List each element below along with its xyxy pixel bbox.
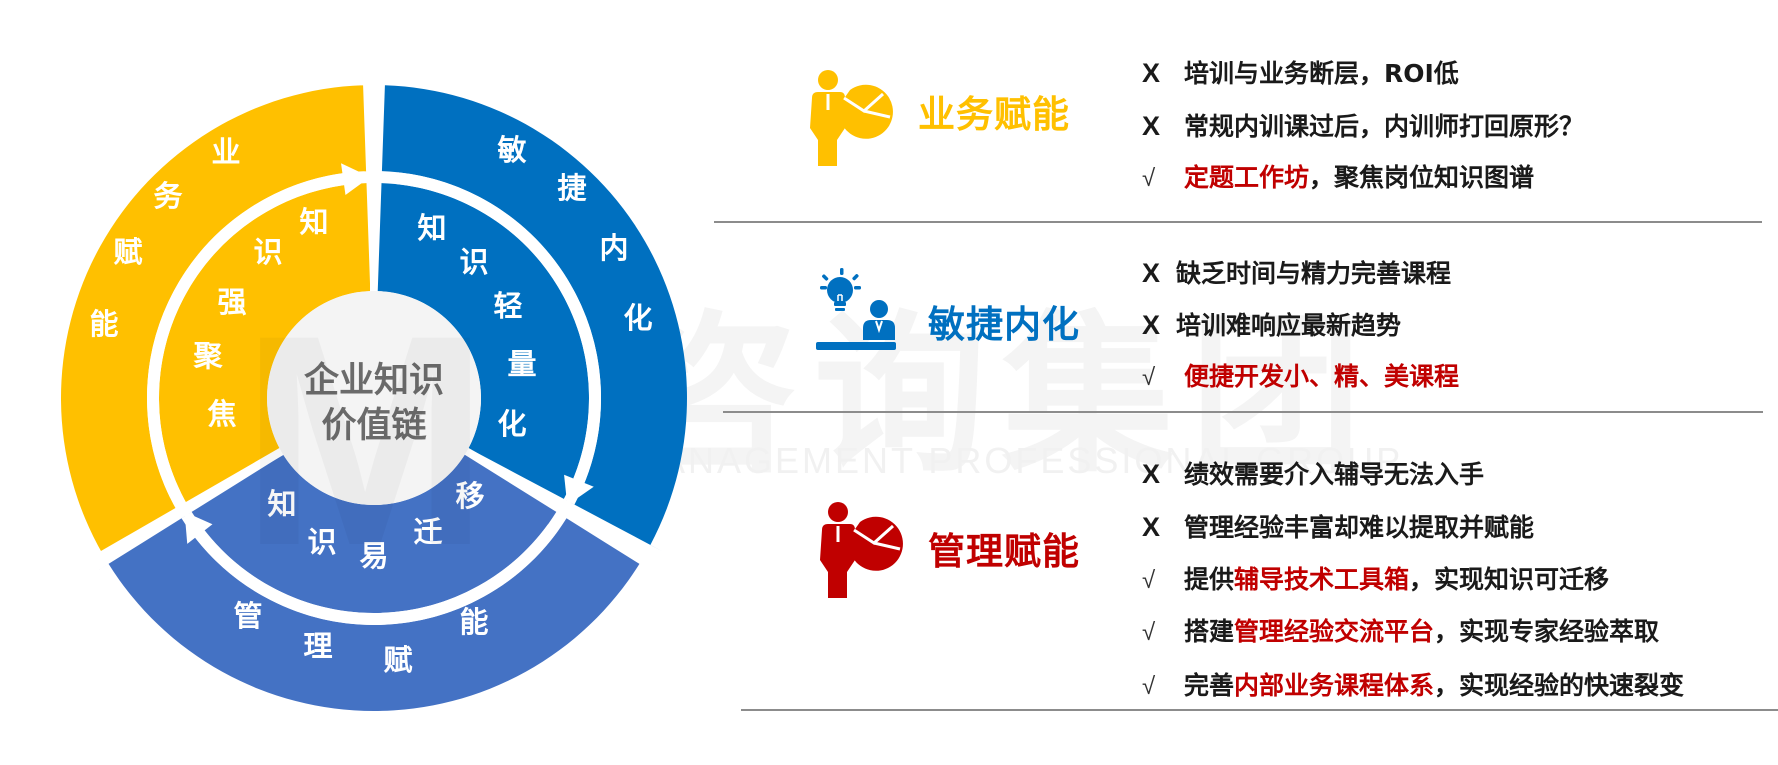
management-flow-arrow-line bbox=[195, 524, 558, 625]
item-text: ，实现经验的快速裂变 bbox=[1434, 671, 1685, 700]
item-highlight-text: 便捷开发小、精、美课程 bbox=[1184, 362, 1460, 391]
item-text: 提供 bbox=[1184, 565, 1235, 594]
presenter-pie-chart-icon bbox=[810, 70, 893, 166]
business-inner-label-char: 聚 bbox=[192, 339, 223, 373]
cross-mark-icon: X bbox=[1142, 111, 1161, 141]
section-divider bbox=[741, 709, 1778, 711]
knowledge-value-chain-cycle: 企业知识 价值链 业务赋能知识强聚焦敏捷内化知识轻量化管理赋能知识易迁移 bbox=[61, 65, 687, 711]
business-inner-arrow-band bbox=[158, 183, 371, 506]
item-text: 缺乏时间与精力完善课程 bbox=[1176, 259, 1452, 288]
lightbulb-person-desk-icon bbox=[816, 268, 896, 350]
check-mark-icon: √ bbox=[1142, 619, 1156, 646]
arrowhead-icon bbox=[341, 163, 371, 195]
check-mark-icon: √ bbox=[1142, 165, 1156, 192]
list-item: X 培训与业务断层，ROI低 bbox=[1142, 53, 1459, 93]
section-divider bbox=[714, 221, 1762, 223]
management-outer-label-char: 管 bbox=[233, 599, 262, 633]
management-outer-label-char: 理 bbox=[303, 629, 332, 663]
agile-outer-label-char: 内 bbox=[599, 231, 628, 265]
item-text: 绩效需要介入辅导无法入手 bbox=[1184, 460, 1485, 489]
agile-flow-arrow-line bbox=[396, 172, 601, 484]
list-item: X 常规内训课过后，内训师打回原形？ bbox=[1142, 106, 1584, 146]
list-item: √ 便捷开发小、精、美课程 bbox=[1142, 357, 1459, 397]
presenter-pie-chart-icon bbox=[820, 502, 903, 598]
item-text: ，实现知识可迁移 bbox=[1409, 565, 1610, 594]
agile-outer-label-char: 化 bbox=[623, 301, 652, 335]
segment-separator bbox=[462, 447, 665, 568]
section-title-business: 业务赋能 bbox=[918, 93, 1070, 136]
agile-inner-label-char: 量 bbox=[507, 347, 536, 381]
business-outer-label-char: 业 bbox=[211, 135, 240, 169]
agile-outer-arrow-band bbox=[381, 85, 687, 552]
business-outer-label-char: 赋 bbox=[113, 235, 142, 269]
segment-separator bbox=[83, 447, 286, 568]
section-title-agile: 敏捷内化 bbox=[928, 303, 1080, 346]
agile-outer-label-char: 敏 bbox=[497, 133, 526, 167]
business-inner-label-char: 识 bbox=[253, 235, 282, 269]
check-mark-icon: √ bbox=[1142, 364, 1156, 391]
cross-mark-icon: X bbox=[1142, 512, 1161, 542]
cross-mark-icon: X bbox=[1142, 58, 1161, 88]
cycle-ring-shapes bbox=[61, 65, 687, 711]
cross-mark-icon: X bbox=[1142, 459, 1161, 489]
business-outer-label-char: 务 bbox=[153, 179, 182, 213]
business-inner-label-char: 焦 bbox=[207, 397, 236, 431]
section-divider bbox=[723, 411, 1763, 413]
center-disk bbox=[267, 291, 481, 505]
item-text: 常规内训课过后，内训师打回原形？ bbox=[1184, 112, 1585, 141]
list-item: √ 完善内部业务课程体系，实现经验的快速裂变 bbox=[1142, 666, 1684, 706]
management-inner-label-char: 移 bbox=[455, 479, 484, 513]
item-text: 培训难响应最新趋势 bbox=[1176, 311, 1402, 340]
business-inner-label-char: 强 bbox=[217, 285, 246, 319]
management-inner-label-char: 识 bbox=[307, 525, 336, 559]
list-item: √ 搭建管理经验交流平台，实现专家经验萃取 bbox=[1142, 612, 1659, 652]
agile-outer-label-char: 捷 bbox=[557, 171, 586, 205]
business-flow-arrow-line bbox=[147, 173, 345, 498]
agile-inner-label-char: 化 bbox=[497, 407, 526, 441]
list-item: √ 定题工作坊，聚焦岗位知识图谱 bbox=[1142, 158, 1534, 198]
cycle-ring-labels: 业务赋能知识强聚焦敏捷内化知识轻量化管理赋能知识易迁移 bbox=[89, 133, 652, 677]
center-title-line1: 企业知识 bbox=[304, 360, 444, 401]
arrowhead-icon bbox=[564, 474, 594, 506]
agile-inner-arrow-band bbox=[377, 183, 589, 499]
item-highlight-text: 定题工作坊 bbox=[1184, 163, 1310, 192]
list-item: X 管理经验丰富却难以提取并赋能 bbox=[1142, 507, 1534, 547]
item-highlight-text: 管理经验交流平台 bbox=[1234, 617, 1435, 646]
section-title-management: 管理赋能 bbox=[928, 530, 1080, 573]
item-text: ，聚焦岗位知识图谱 bbox=[1309, 163, 1535, 192]
watermark-company-tagline: MANAGEMENT PROFESSIONAL GROUP bbox=[628, 440, 1404, 481]
arrowhead-icon bbox=[184, 511, 213, 544]
item-highlight-text: 内部业务课程体系 bbox=[1234, 671, 1435, 700]
item-text: ，实现专家经验萃取 bbox=[1434, 617, 1660, 646]
check-mark-icon: √ bbox=[1142, 567, 1156, 594]
item-text: 培训与业务断层，ROI低 bbox=[1184, 59, 1459, 88]
list-item: X 绩效需要介入辅导无法入手 bbox=[1142, 454, 1484, 494]
management-inner-label-char: 易 bbox=[359, 539, 388, 573]
item-highlight-text: 辅导技术工具箱 bbox=[1234, 565, 1410, 594]
agile-inner-label-char: 识 bbox=[459, 245, 488, 279]
business-inner-label-char: 知 bbox=[299, 205, 328, 239]
management-outer-arrow-band bbox=[96, 510, 640, 711]
item-text: 完善 bbox=[1184, 671, 1235, 700]
management-inner-label-char: 知 bbox=[267, 487, 296, 521]
list-item: √ 提供辅导技术工具箱，实现知识可迁移 bbox=[1142, 560, 1609, 600]
item-text: 搭建 bbox=[1184, 617, 1235, 646]
management-inner-label-char: 迁 bbox=[413, 515, 442, 549]
cross-mark-icon: X bbox=[1142, 310, 1161, 340]
cross-mark-icon: X bbox=[1142, 258, 1161, 288]
management-inner-arrow-band bbox=[191, 454, 557, 613]
agile-inner-label-char: 轻 bbox=[493, 289, 522, 323]
business-outer-arrow-band bbox=[61, 71, 367, 555]
management-outer-label-char: 能 bbox=[459, 605, 488, 639]
agile-inner-label-char: 知 bbox=[417, 211, 446, 245]
business-outer-label-char: 能 bbox=[89, 307, 118, 341]
management-outer-label-char: 赋 bbox=[383, 643, 412, 677]
check-mark-icon: √ bbox=[1142, 673, 1156, 700]
list-item: X 缺乏时间与精力完善课程 bbox=[1142, 253, 1451, 293]
center-title-line2: 价值链 bbox=[321, 406, 426, 446]
item-text: 管理经验丰富却难以提取并赋能 bbox=[1184, 513, 1535, 542]
list-item: X 培训难响应最新趋势 bbox=[1142, 305, 1401, 345]
